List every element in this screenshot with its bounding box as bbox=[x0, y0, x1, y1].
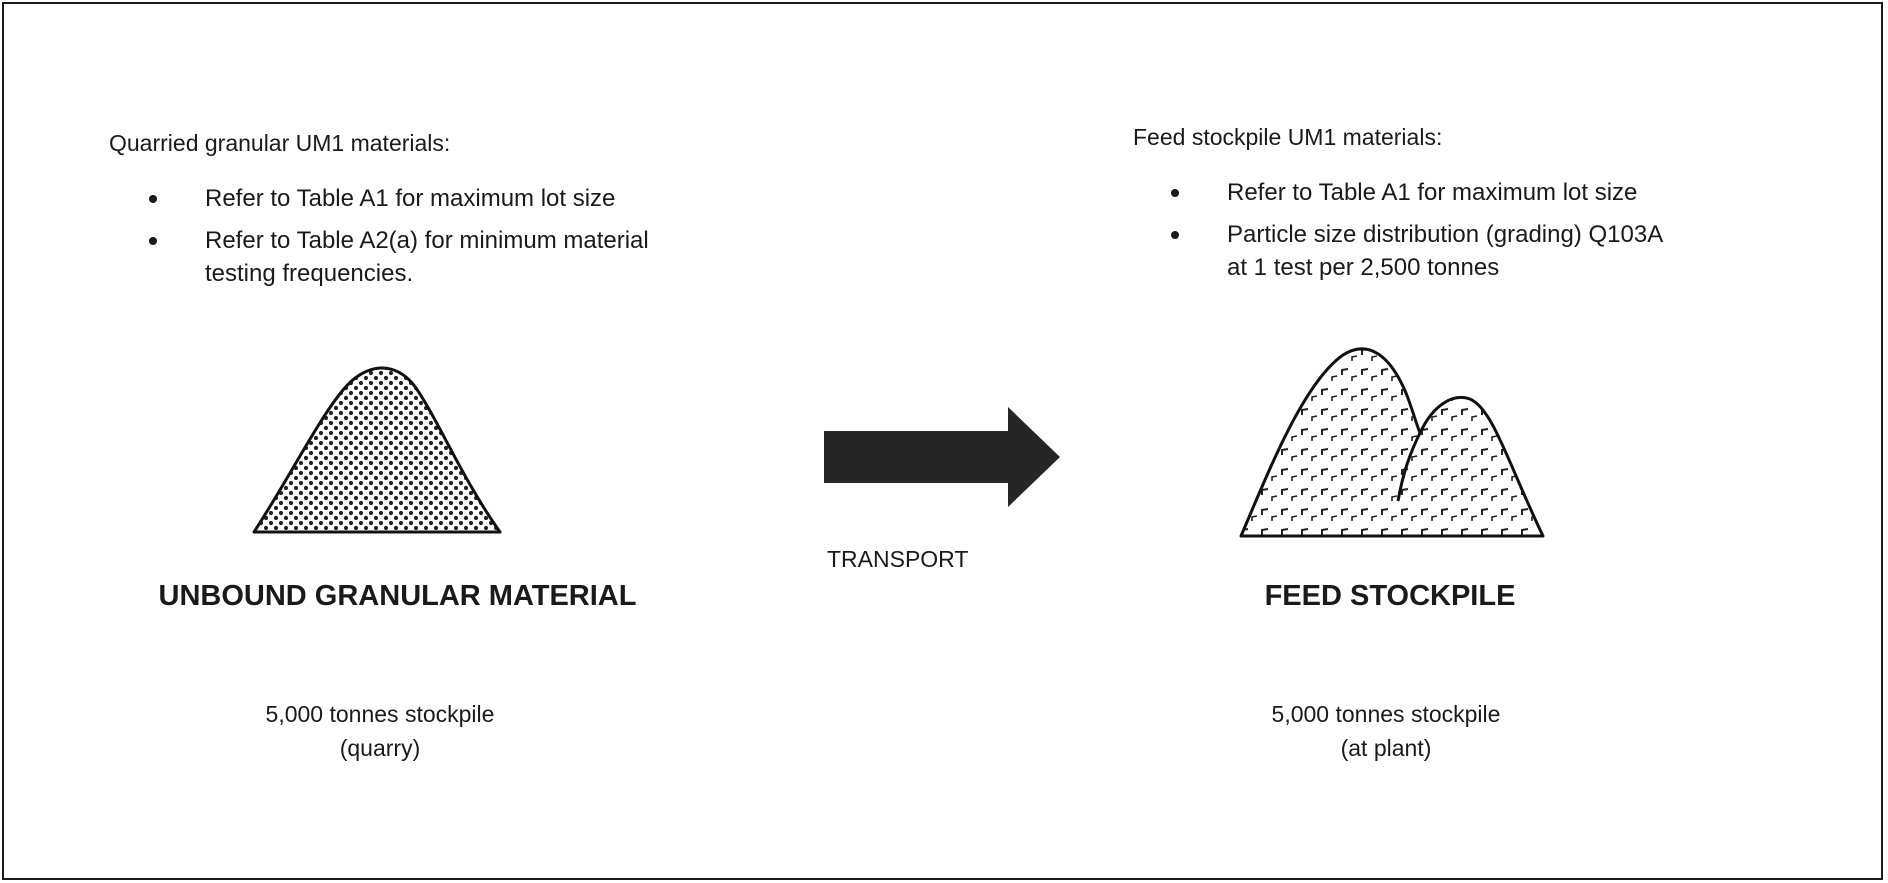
left-title: UNBOUND GRANULAR MATERIAL bbox=[158, 580, 637, 612]
left-bullet-text-line2: testing frequencies. bbox=[205, 260, 414, 287]
left-caption-line2: (quarry) bbox=[339, 735, 421, 761]
feed-stockpile-icon bbox=[1239, 347, 1545, 538]
right-caption-line1: 5,000 tonnes stockpile bbox=[1271, 701, 1501, 727]
left-bullet-item: Refer to Table A1 for maximum lot size R… bbox=[149, 224, 649, 290]
right-bullet-text-line2: at 1 test per 2,500 tonnes bbox=[1227, 254, 1500, 281]
right-caption-line2: (at plant) bbox=[1340, 735, 1432, 761]
transport-label: TRANSPORT bbox=[827, 546, 969, 572]
right-bullet-text: Refer to Table A1 for maximum lot size bbox=[1227, 179, 1638, 206]
left-bullet-text-line1: Refer to Table A2(a) for minimum materia… bbox=[205, 227, 649, 254]
left-caption: 5,000 tonnes stockpile (quarry) bbox=[220, 697, 540, 765]
right-caption: 5,000 tonnes stockpile (at plant) bbox=[1226, 697, 1546, 765]
right-title: FEED STOCKPILE bbox=[1264, 580, 1516, 612]
right-bullet-item: Refer to Table A1 for maximum lot size bbox=[1171, 176, 1663, 209]
right-intro: Feed stockpile UM1 materials: bbox=[1133, 124, 1443, 150]
bullet-icon bbox=[1171, 189, 1179, 197]
left-intro: Quarried granular UM1 materials: bbox=[109, 130, 451, 156]
bullet-icon bbox=[149, 237, 157, 245]
right-bullet-text-line1: Particle size distribution (grading) Q10… bbox=[1227, 221, 1664, 248]
bullet-icon bbox=[1171, 231, 1179, 239]
granular-stockpile-icon bbox=[252, 366, 502, 534]
right-bullet-item: Particle size distribution (grading) Q10… bbox=[1171, 218, 1663, 284]
transport-arrow-icon bbox=[824, 407, 1060, 507]
left-caption-line1: 5,000 tonnes stockpile bbox=[265, 701, 495, 727]
left-bullet-text: Refer to Table A1 for maximum lot size bbox=[205, 185, 616, 212]
left-bullet-list: Refer to Table A1 for maximum lot size R… bbox=[149, 182, 649, 299]
left-bullet-item: Refer to Table A1 for maximum lot size bbox=[149, 182, 649, 215]
right-bullet-list: Refer to Table A1 for maximum lot size P… bbox=[1171, 176, 1663, 293]
bullet-icon bbox=[149, 195, 157, 203]
